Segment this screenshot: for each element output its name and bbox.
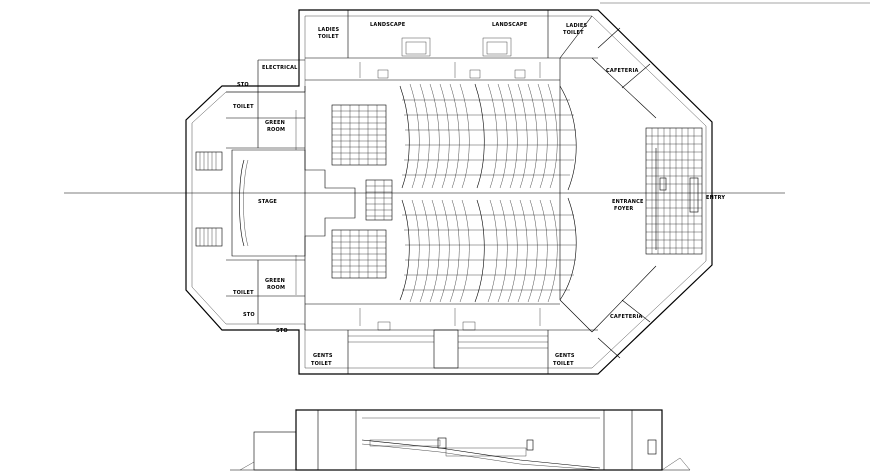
label-cafeteria-top: CAFETERIA (606, 68, 639, 74)
label-green-room-top-2: ROOM (267, 127, 285, 133)
label-toilet-bottom: TOILET (233, 290, 254, 296)
label-electrical: ELECTRICAL (262, 65, 298, 71)
label-stage: STAGE (258, 199, 277, 205)
left-rooms (226, 59, 306, 330)
label-ladies-toilet-top-1: LADIES (318, 27, 339, 33)
label-sto-bottom: STO (276, 328, 288, 334)
label-gents-toilet-right-2: TOILET (553, 361, 574, 367)
label-entrance-foyer-2: FOYER (614, 206, 633, 212)
label-entrance-foyer-1: ENTRANCE (612, 199, 644, 205)
label-green-room-top-1: GREEN (265, 120, 285, 126)
right-wing-rooms (559, 15, 657, 359)
label-green-room-bottom-1: GREEN (265, 278, 285, 284)
label-gents-toilet-right-1: GENTS (555, 353, 575, 359)
label-gents-toilet-left-1: GENTS (313, 353, 333, 359)
label-gents-toilet-left-2: TOILET (311, 361, 332, 367)
label-ladies-toilet-topright-2: TOILET (563, 30, 584, 36)
label-landscape-right: LANDSCAPE (492, 22, 528, 28)
seating-block-left-top (331, 104, 387, 166)
label-toilet-top: TOILET (233, 104, 254, 110)
label-ladies-toilet-topright-1: LADIES (566, 23, 587, 29)
bottom-rooms (305, 303, 598, 374)
label-landscape-left: LANDSCAPE (370, 22, 406, 28)
label-cafeteria-bottom: CAFETERIA (610, 314, 643, 320)
label-sto-top: STO (237, 82, 249, 88)
entry-grid (645, 127, 703, 255)
section-elevation (230, 409, 691, 471)
tiered-seating-upper (399, 83, 577, 191)
seating-block-center (365, 179, 393, 221)
room-labels: LADIES TOILET LANDSCAPE LANDSCAPE LADIES… (233, 22, 725, 367)
label-ladies-toilet-top-2: TOILET (318, 34, 339, 40)
label-entry: ENTRY (706, 195, 725, 201)
seating-block-left-bottom (331, 229, 387, 279)
stage-apron-outline (185, 85, 223, 331)
tiered-seating-lower (399, 197, 577, 303)
label-green-room-bottom-2: ROOM (267, 285, 285, 291)
stage (195, 149, 356, 257)
top-rooms (305, 10, 598, 81)
label-sto-bottom-left: STO (243, 312, 255, 318)
